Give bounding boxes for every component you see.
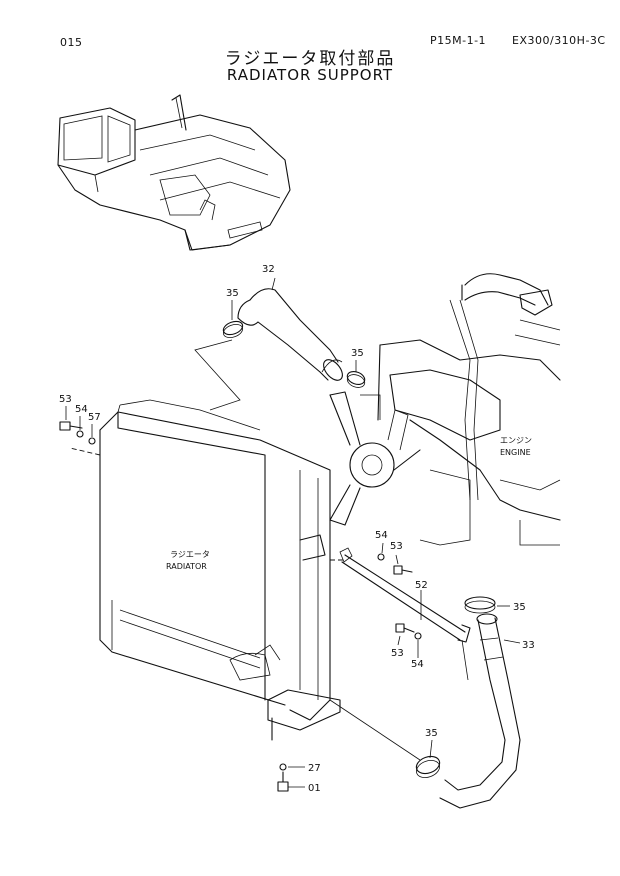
- callout-35-lower: 35: [425, 728, 438, 739]
- upper-hose-illustration: [237, 288, 343, 381]
- radiator-illustration: [69, 399, 345, 741]
- callout-32: 32: [262, 264, 275, 275]
- lower-hose-clamps: [415, 596, 496, 778]
- callout-35-right: 35: [513, 602, 526, 613]
- excavator-overview-illustration: [57, 94, 291, 251]
- callout-54-lower: 54: [411, 659, 424, 670]
- engine-caption-japanese: エンジン: [500, 436, 532, 445]
- title-japanese: ラジエータ取付部品: [224, 49, 396, 69]
- callout-53-left: 53: [59, 394, 72, 405]
- title-english: RADIATOR SUPPORT: [226, 66, 394, 84]
- radiator-caption-english: RADIATOR: [166, 562, 207, 571]
- callout-33: 33: [522, 640, 535, 651]
- callout-54-left: 54: [75, 404, 88, 415]
- callout-57: 57: [88, 412, 101, 423]
- model-code: EX300/310H-3C: [512, 34, 606, 47]
- callout-35-upper-left: 35: [226, 288, 239, 299]
- engine-caption-english: ENGINE: [500, 448, 531, 457]
- leader-lines: [65, 277, 521, 788]
- callout-52: 52: [415, 580, 428, 591]
- lower-hose-illustration: [439, 613, 521, 809]
- engine-illustration: [360, 273, 561, 546]
- radiator-caption-japanese: ラジエータ: [170, 550, 210, 559]
- callout-54-mid: 54: [375, 530, 388, 541]
- reference-code: P15M-1-1: [430, 34, 487, 47]
- callout-27: 27: [308, 763, 321, 774]
- callout-53-mid: 53: [390, 541, 403, 552]
- page-number: 015: [60, 36, 83, 49]
- callout-53-lower: 53: [391, 648, 404, 659]
- callout-35-upper-right: 35: [351, 348, 364, 359]
- cooling-fan-illustration: [329, 391, 421, 526]
- fasteners-illustration: [59, 421, 422, 792]
- callout-01: 01: [308, 783, 321, 794]
- upper-hose-clamps: [222, 320, 366, 388]
